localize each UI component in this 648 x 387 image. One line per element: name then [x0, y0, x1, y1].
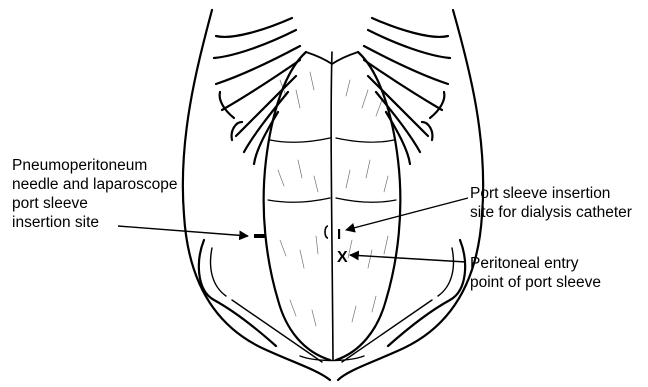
right-iliac-inner	[438, 248, 453, 296]
needle-site-marker	[254, 234, 266, 238]
needle-site-label-line: Pneumoperitoneum	[12, 156, 177, 175]
needle-site-label-line: port sleeve	[12, 194, 177, 213]
port-sleeve-site-label: Port sleeve insertion site for dialysis …	[470, 184, 632, 222]
left-inguinal-line	[232, 300, 322, 362]
needle-site-label: Pneumoperitoneum needle and laparoscope …	[12, 156, 177, 232]
port-marker-group: I	[325, 226, 341, 243]
linea-alba	[331, 52, 333, 360]
torso-right-outline	[338, 10, 483, 380]
entry-point-leader	[350, 255, 466, 262]
port-sleeve-site-label-line: site for dialysis catheter	[470, 203, 632, 222]
port-sleeve-site-label-line: Port sleeve insertion	[470, 184, 632, 203]
entry-marker: X	[337, 249, 348, 266]
port-marker: I	[337, 226, 341, 243]
left-iliac-inner	[211, 248, 226, 296]
port-site-leader	[346, 198, 468, 230]
peritoneal-entry-label: Peritoneal entry point of port sleeve	[470, 254, 601, 292]
port-sleeve-circle	[325, 226, 328, 238]
needle-site-label-line: insertion site	[12, 213, 177, 232]
peritoneal-entry-label-line: Peritoneal entry	[470, 254, 601, 273]
pubic-line	[300, 356, 364, 361]
torso-left-outline	[183, 10, 330, 380]
peritoneal-entry-label-line: point of port sleeve	[470, 273, 601, 292]
needle-site-label-line: needle and laparoscope	[12, 175, 177, 194]
